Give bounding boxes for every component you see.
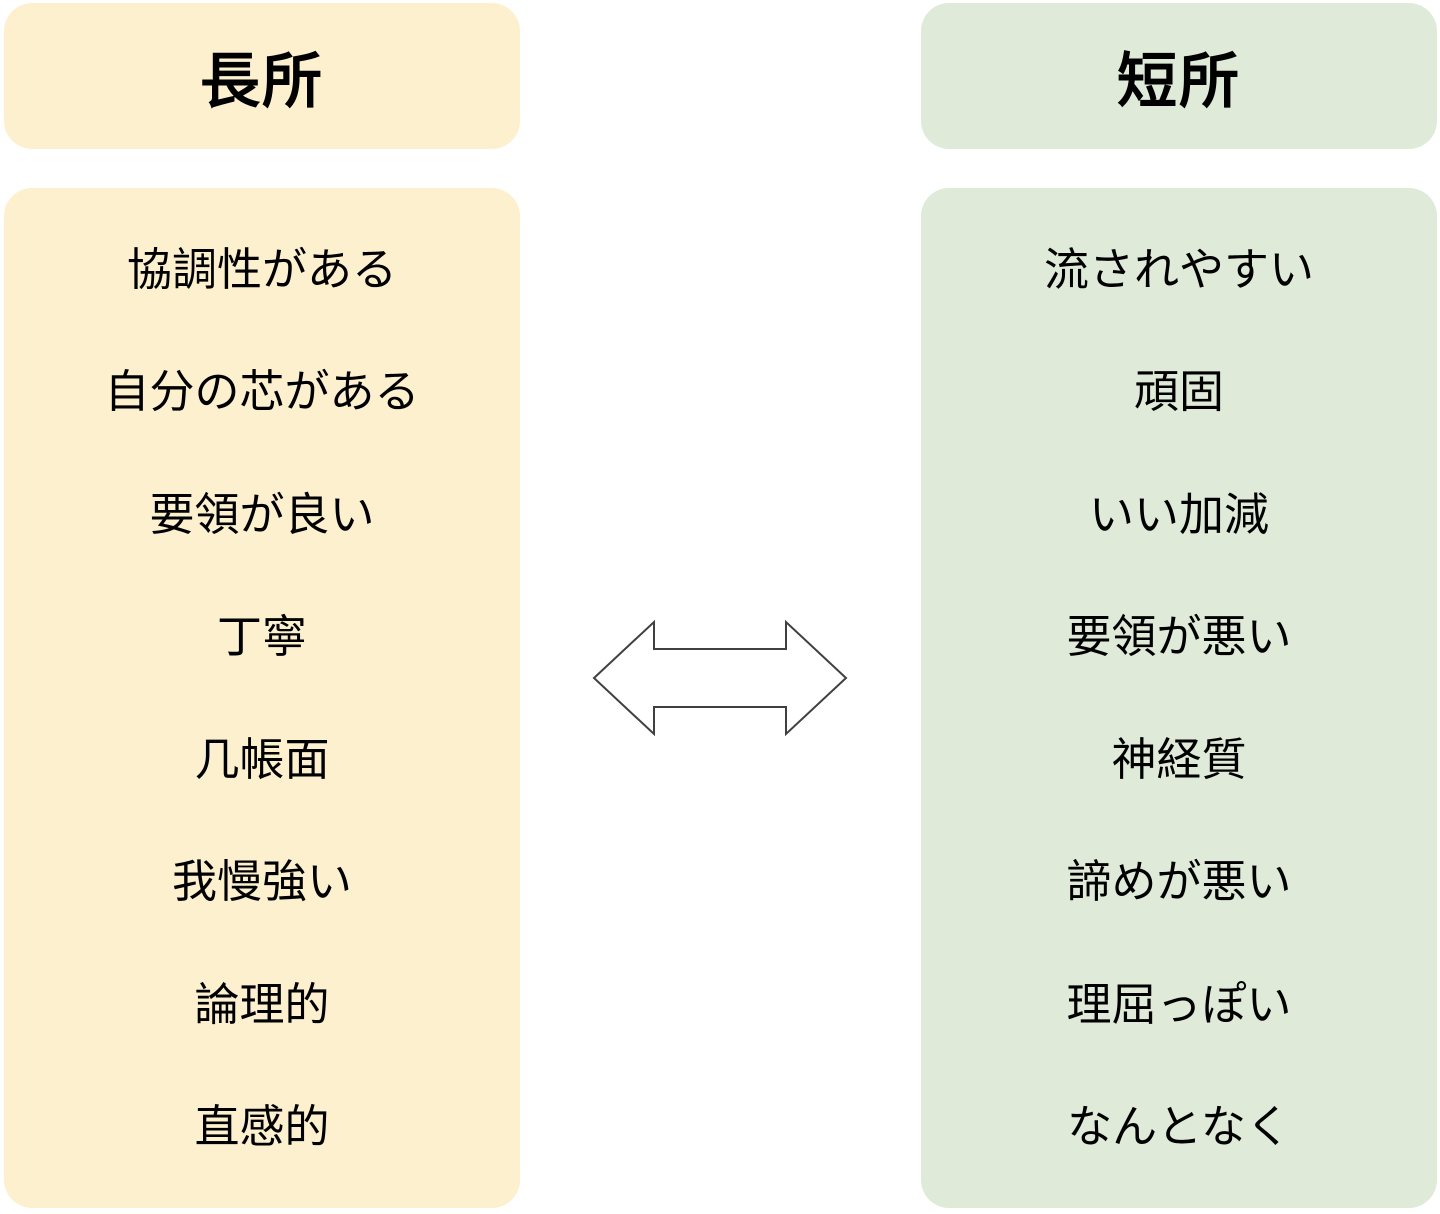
strengths-header: 長所 bbox=[4, 3, 520, 149]
weakness-item: 諦めが悪い bbox=[1066, 856, 1292, 908]
weakness-item: 頑固 bbox=[1133, 366, 1224, 418]
strengths-list: 協調性がある 自分の芯がある 要領が良い 丁寧 几帳面 我慢強い 論理的 直感的 bbox=[4, 188, 520, 1208]
weakness-item: いい加減 bbox=[1088, 488, 1269, 540]
strength-item: 直感的 bbox=[194, 1101, 330, 1153]
strength-item: 自分の芯がある bbox=[104, 366, 420, 418]
weakness-item: 理屈っぽい bbox=[1066, 978, 1292, 1030]
weakness-item: 神経質 bbox=[1111, 733, 1247, 785]
strength-item: 論理的 bbox=[194, 978, 330, 1030]
strength-item: 几帳面 bbox=[194, 733, 330, 785]
weaknesses-header: 短所 bbox=[921, 3, 1437, 149]
strength-item: 要領が良い bbox=[149, 488, 375, 540]
strength-item: 協調性がある bbox=[126, 243, 397, 295]
strength-item: 丁寧 bbox=[216, 611, 307, 663]
strengths-title: 長所 bbox=[200, 47, 324, 115]
weakness-item: なんとなく bbox=[1067, 1101, 1291, 1153]
double-headed-arrow-icon bbox=[592, 618, 848, 738]
strength-item: 我慢強い bbox=[171, 856, 352, 908]
weaknesses-title: 短所 bbox=[1117, 47, 1241, 115]
weakness-item: 要領が悪い bbox=[1066, 611, 1292, 663]
weakness-item: 流されやすい bbox=[1043, 243, 1314, 295]
weaknesses-list: 流されやすい 頑固 いい加減 要領が悪い 神経質 諦めが悪い 理屈っぽい なんと… bbox=[921, 188, 1437, 1208]
